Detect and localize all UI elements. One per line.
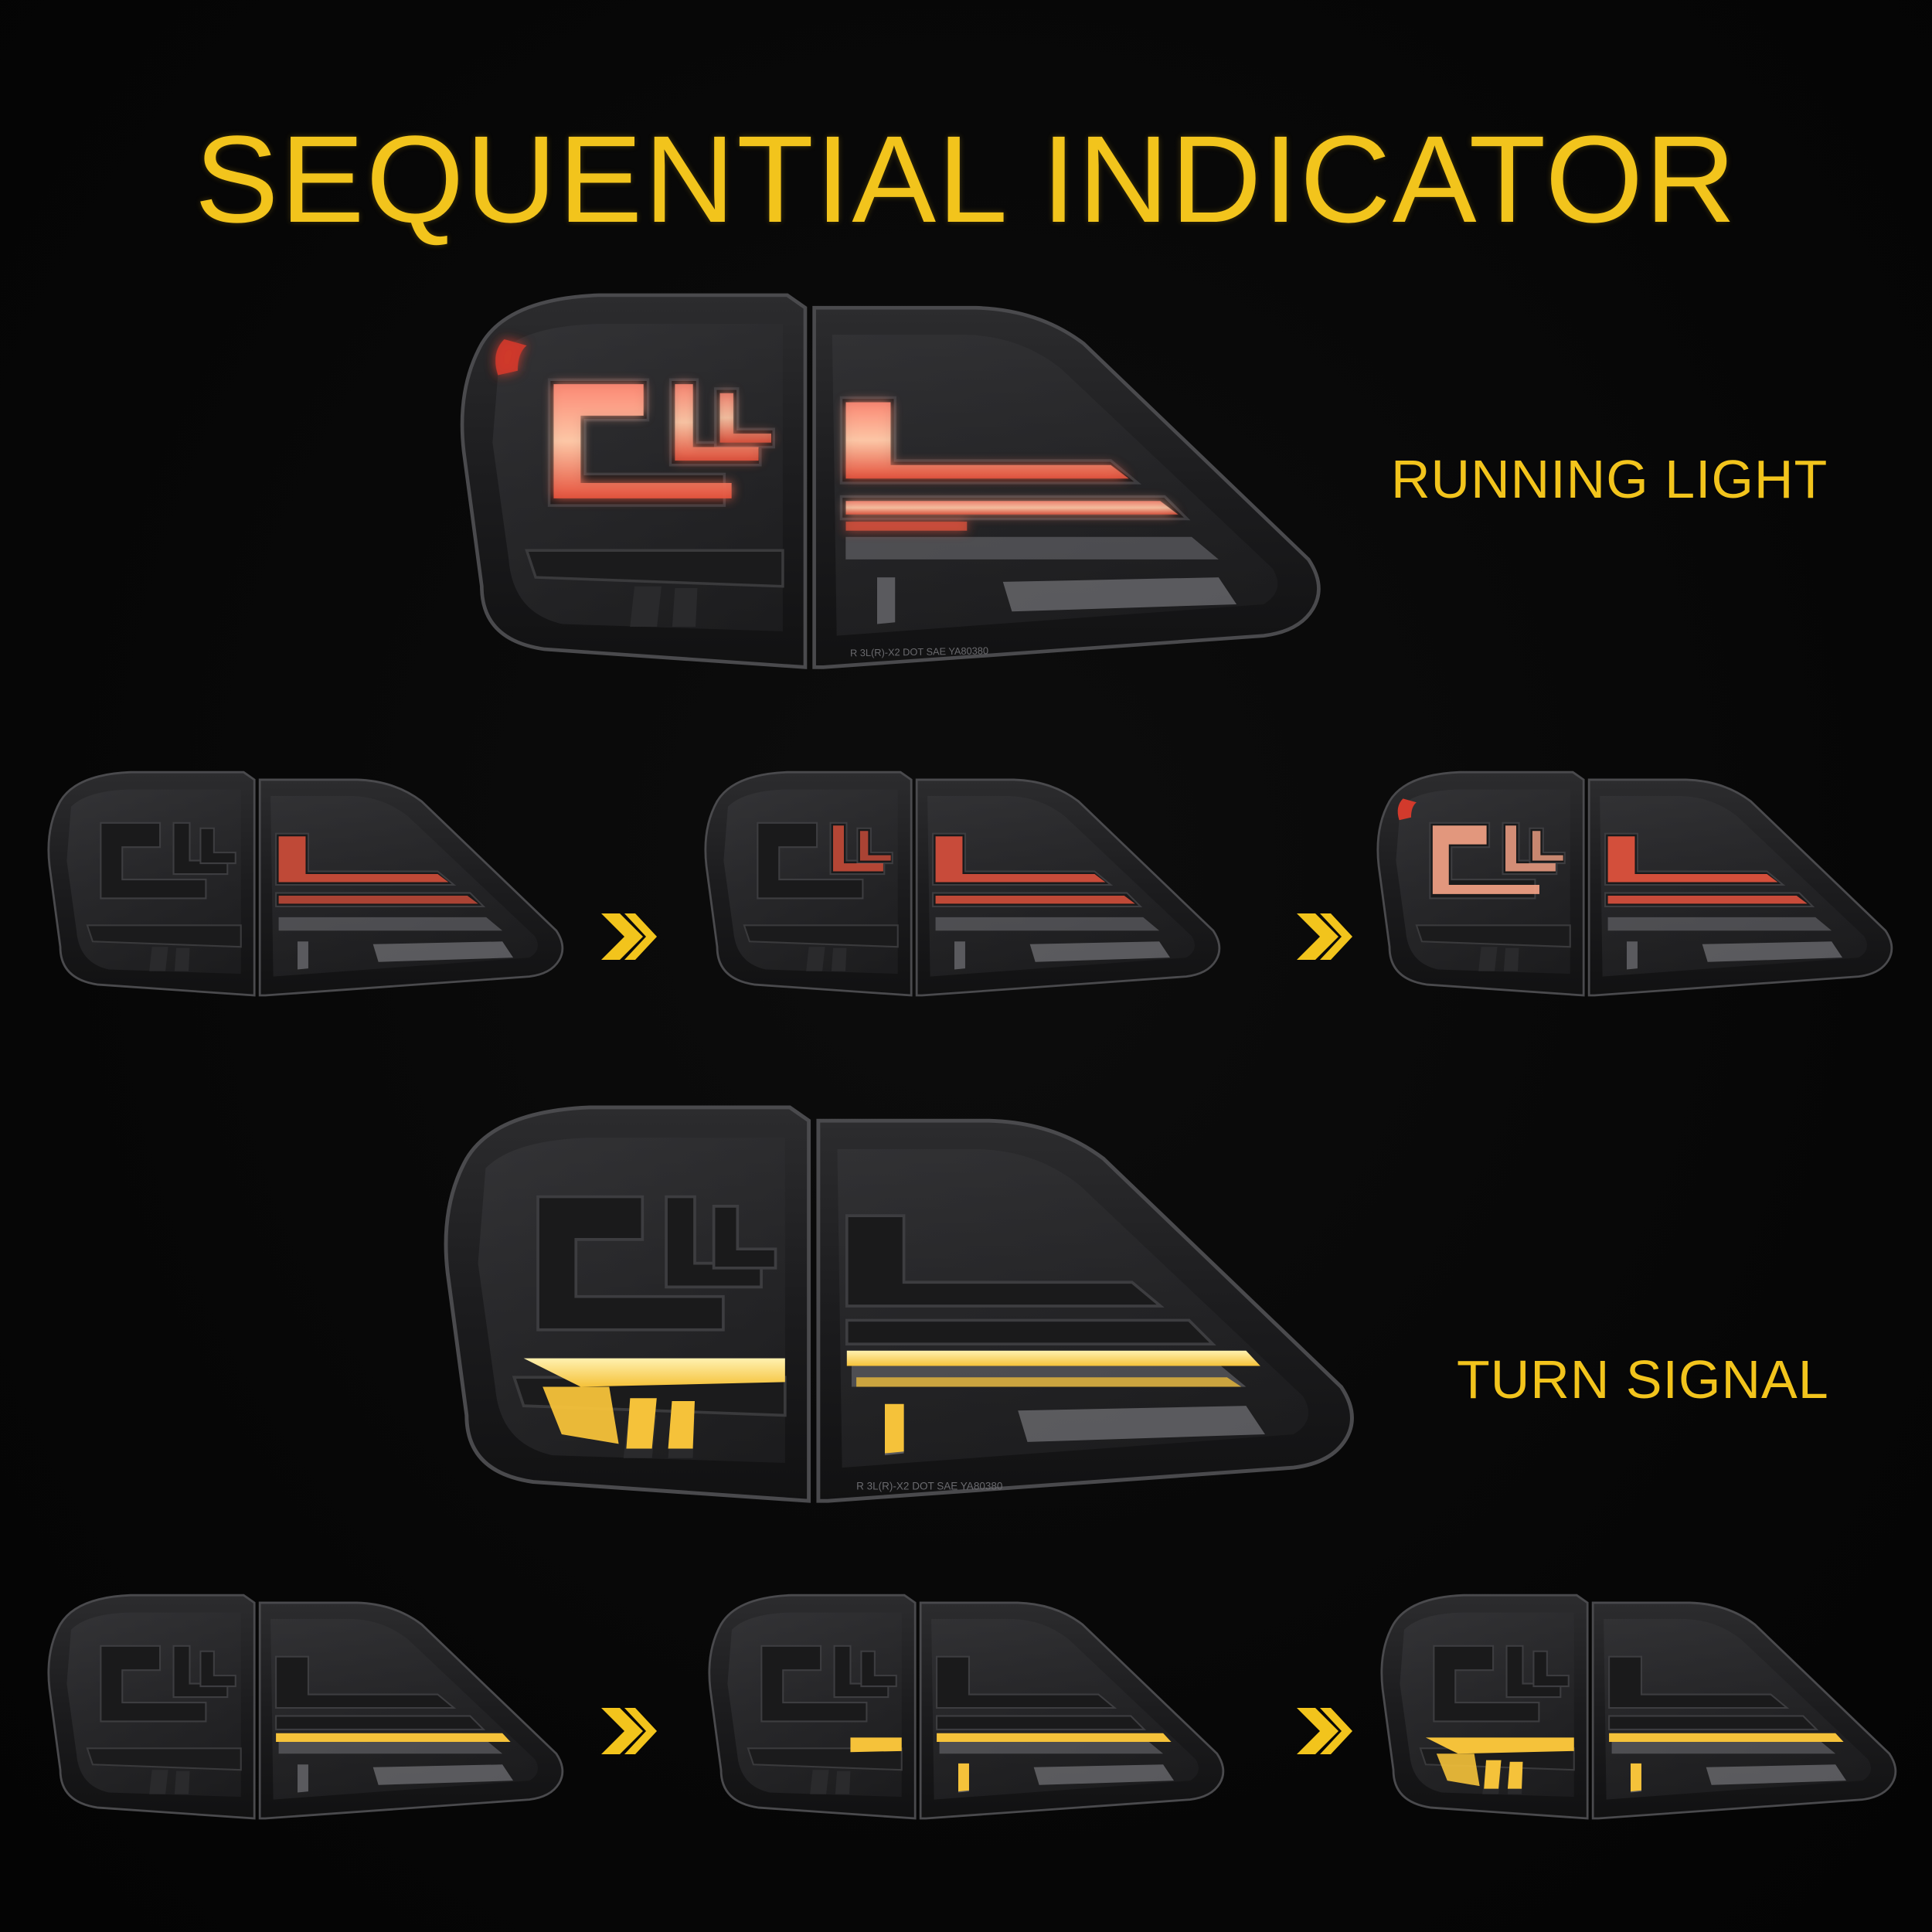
turn-signal-label: TURN SIGNAL: [1457, 1349, 1829, 1410]
chevron-right-icon: [1291, 1700, 1352, 1762]
tail-lamp-running-step-1-graphic: [15, 769, 580, 1001]
tail-lamp-running-step-3: [1345, 769, 1909, 1001]
tail-lamp-turn-step-2: [676, 1592, 1240, 1824]
tail-lamp-running-hero-graphic: R 3L(R)-X2 DOT SAE YA80380: [402, 290, 1352, 676]
tail-lamp-turn-hero: R 3L(R)-X2 DOT SAE YA80380: [410, 1097, 1360, 1515]
tail-lamp-turn-step-1-graphic: [19, 1592, 576, 1824]
tail-lamp-running-step-2-graphic: [672, 769, 1236, 1001]
tail-lamp-running-step-3-graphic: [1345, 769, 1909, 1001]
tail-lamp-turn-step-2-graphic: [676, 1592, 1240, 1824]
tail-lamp-running-hero: R 3L(R)-X2 DOT SAE YA80380: [402, 290, 1352, 676]
chevron-right-icon: [595, 1700, 657, 1762]
tail-lamp-running-step-2: [672, 769, 1236, 1001]
headline: SEQUENTIAL INDICATOR: [194, 110, 1738, 248]
chevron-right-icon: [595, 906, 657, 968]
tail-lamp-turn-step-3: [1349, 1592, 1913, 1824]
lamp-marking-text: R 3L(R)-X2 DOT SAE YA80380: [850, 645, 988, 658]
tail-lamp-turn-step-3-graphic: [1349, 1592, 1913, 1824]
lamp-marking-text: R 3L(R)-X2 DOT SAE YA80380: [856, 1480, 1002, 1492]
chevron-right-icon: [1291, 906, 1352, 968]
tail-lamp-running-step-1: [15, 769, 580, 1001]
tail-lamp-turn-step-1: [19, 1592, 576, 1824]
tail-lamp-turn-hero-graphic: R 3L(R)-X2 DOT SAE YA80380: [410, 1097, 1360, 1515]
running-light-label: RUNNING LIGHT: [1391, 449, 1828, 509]
